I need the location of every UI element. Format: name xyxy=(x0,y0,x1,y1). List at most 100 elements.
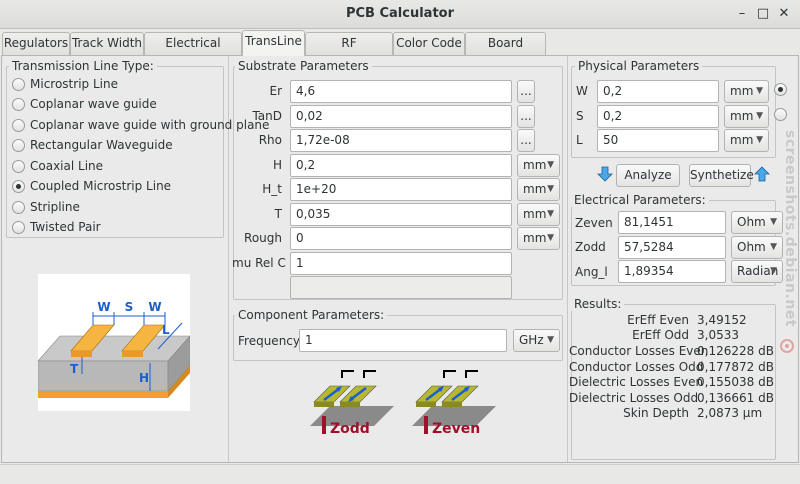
radio-button[interactable] xyxy=(12,78,25,91)
zeven-input[interactable]: 81,1451 xyxy=(618,211,726,234)
unit-value: mm xyxy=(730,84,754,98)
tand-label: TanD xyxy=(252,109,282,123)
radio-coplanar[interactable]: Coplanar wave guide xyxy=(12,96,222,114)
arrow-up-icon xyxy=(754,166,770,182)
radio-rectangular[interactable]: Rectangular Waveguide xyxy=(12,137,222,155)
rho-label: Rho xyxy=(258,133,282,147)
w-input[interactable]: 0,2 xyxy=(597,80,719,103)
zodd-input[interactable]: 57,5284 xyxy=(618,236,726,259)
unit-value: Ohm xyxy=(737,215,766,229)
watermark: screenshots.debian.net xyxy=(782,130,798,327)
frequency-unit-select[interactable]: GHz▼ xyxy=(513,329,560,352)
radio-button[interactable] xyxy=(12,160,25,173)
tab-track-width[interactable]: Track Width xyxy=(70,32,144,55)
ang-unit-select[interactable]: Radian▼ xyxy=(731,260,783,283)
even-mode-drawing: Zeven xyxy=(412,370,496,437)
ang-input[interactable]: 1,89354 xyxy=(618,260,726,283)
radio-label: Coplanar wave guide xyxy=(30,97,157,111)
analyze-button[interactable]: Analyze xyxy=(616,164,680,187)
tab-electrical-spacing[interactable]: Electrical Spacing xyxy=(144,32,242,71)
mu-rel-input[interactable]: 1 xyxy=(290,252,512,275)
results-title: Results: xyxy=(571,297,625,311)
radio-button[interactable] xyxy=(12,98,25,111)
zeven-unit-select[interactable]: Ohm ▼ xyxy=(731,211,783,234)
minimize-icon[interactable]: – xyxy=(738,6,746,21)
result-value: 2,0873 µm xyxy=(697,406,763,420)
s-unit-select[interactable]: mm▼ xyxy=(724,105,769,128)
result-label: Dielectric Losses Odd xyxy=(569,391,699,405)
tab-board-classes[interactable]: Board Classes xyxy=(465,32,546,71)
s-input[interactable]: 0,2 xyxy=(597,105,719,128)
tab-transline[interactable]: TransLine xyxy=(242,30,305,56)
zodd-label: Zodd xyxy=(575,240,606,254)
zodd-unit-select[interactable]: Ohm ▼ xyxy=(731,236,783,259)
radio-button[interactable] xyxy=(12,221,25,234)
rho-select-button[interactable]: ... xyxy=(517,129,535,152)
s-synth-radio[interactable] xyxy=(774,108,787,121)
tab-regulators[interactable]: Regulators xyxy=(2,32,70,55)
w-unit-select[interactable]: mm▼ xyxy=(724,80,769,103)
w-synth-radio[interactable] xyxy=(774,83,787,96)
result-label: Dielectric Losses Even xyxy=(569,375,704,389)
tab-rf-attenuators[interactable]: RF Attenuators xyxy=(305,32,393,71)
odd-mode-illustration: Zodd xyxy=(302,368,402,452)
result-value: 0,177872 dB xyxy=(697,360,774,374)
rough-input[interactable]: 0 xyxy=(290,227,512,250)
radio-microstrip[interactable]: Microstrip Line xyxy=(12,76,222,94)
frequency-label: Frequency xyxy=(238,334,300,348)
chevron-down-icon: ▼ xyxy=(547,233,554,243)
radio-button[interactable] xyxy=(12,119,25,132)
er-label: Er xyxy=(269,84,282,98)
unit-value: mm xyxy=(523,158,547,172)
t-unit-select[interactable]: mm▼ xyxy=(517,203,560,226)
odd-mode-drawing: Zodd xyxy=(310,370,394,437)
chevron-down-icon: ▼ xyxy=(547,335,554,345)
radio-coupled-microstrip[interactable]: Coupled Microstrip Line xyxy=(12,178,222,196)
radio-coplanar-ground[interactable]: Coplanar wave guide with ground plane xyxy=(12,117,269,135)
radio-button[interactable] xyxy=(12,139,25,152)
empty-field xyxy=(290,276,512,299)
result-value: 0,136661 dB xyxy=(697,391,774,405)
l-input[interactable]: 50 xyxy=(597,129,719,152)
label-h: H xyxy=(139,371,149,385)
rough-unit-select[interactable]: mm▼ xyxy=(517,227,560,250)
arrow-down-icon xyxy=(597,166,613,182)
radio-coaxial[interactable]: Coaxial Line xyxy=(12,158,222,176)
h-unit-select[interactable]: mm▼ xyxy=(517,154,560,177)
radio-label: Stripline xyxy=(30,200,80,214)
radio-label: Microstrip Line xyxy=(30,77,118,91)
radio-stripline[interactable]: Stripline xyxy=(12,199,222,217)
result-value: 3,49152 xyxy=(697,313,747,327)
t-label: T xyxy=(274,207,282,221)
radio-button[interactable] xyxy=(12,180,25,193)
frequency-input[interactable]: 1 xyxy=(299,329,507,352)
maximize-icon[interactable]: □ xyxy=(756,6,770,21)
tand-input[interactable]: 0,02 xyxy=(290,105,512,128)
unit-value: mm xyxy=(523,231,547,245)
zeven-caption: Zeven xyxy=(432,421,480,437)
ht-input[interactable]: 1e+20 xyxy=(290,178,512,201)
coupled-microstrip-drawing: W S W L T H xyxy=(37,300,191,398)
ht-unit-select[interactable]: mm▼ xyxy=(517,178,560,201)
unit-value: Ohm xyxy=(737,240,766,254)
h-input[interactable]: 0,2 xyxy=(290,154,512,177)
er-input[interactable]: 4,6 xyxy=(290,80,512,103)
t-input[interactable]: 0,035 xyxy=(290,203,512,226)
result-label: Conductor Losses Even xyxy=(569,344,709,358)
close-icon[interactable]: ✕ xyxy=(778,6,790,21)
ht-label: H_t xyxy=(262,182,282,196)
electrical-title: Electrical Parameters: xyxy=(571,193,709,207)
chevron-down-icon: ▼ xyxy=(770,217,777,227)
chevron-down-icon: ▼ xyxy=(770,242,777,252)
synthetize-button[interactable]: Synthetize xyxy=(689,164,754,187)
unit-value: mm xyxy=(730,133,754,147)
l-unit-select[interactable]: mm▼ xyxy=(724,129,769,152)
substrate-title: Substrate Parameters xyxy=(235,59,372,73)
radio-button[interactable] xyxy=(12,201,25,214)
tab-color-code[interactable]: Color Code xyxy=(393,32,465,55)
rho-input[interactable]: 1,72e-08 xyxy=(290,129,512,152)
tand-select-button[interactable]: ... xyxy=(517,105,535,128)
zodd-caption: Zodd xyxy=(330,421,370,437)
er-select-button[interactable]: ... xyxy=(517,80,535,103)
radio-twisted-pair[interactable]: Twisted Pair xyxy=(12,219,222,237)
